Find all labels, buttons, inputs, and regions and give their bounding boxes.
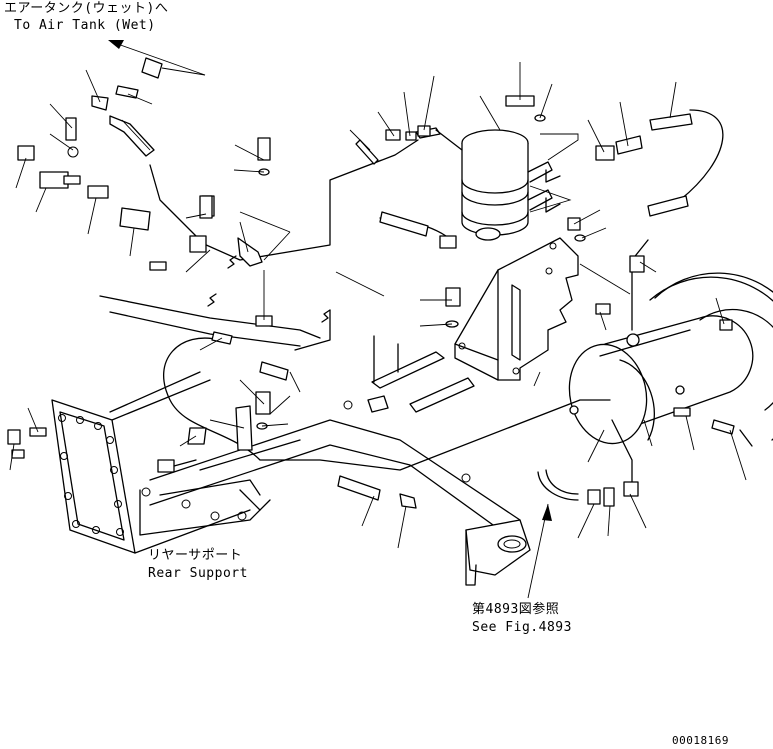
air-tank bbox=[568, 272, 773, 447]
air-dryer bbox=[415, 127, 561, 241]
piping bbox=[149, 109, 724, 501]
components bbox=[7, 57, 735, 509]
air-tank-label-jp: エアータンク(ウェット)へ bbox=[4, 1, 169, 16]
rear-support-frame bbox=[51, 295, 531, 586]
drawing-number: 00018169 bbox=[672, 734, 729, 747]
rear-support-label-jp: リヤーサポート bbox=[148, 548, 243, 563]
dryer-bracket bbox=[454, 237, 579, 381]
air-tank-label-en: To Air Tank (Wet) bbox=[14, 18, 156, 33]
rear-support-label-en: Rear Support bbox=[148, 566, 248, 581]
see-fig-label-en: See Fig.4893 bbox=[472, 620, 572, 635]
leader-lines bbox=[9, 40, 747, 599]
see-fig-label-jp: 第4893図参照 bbox=[472, 602, 560, 617]
